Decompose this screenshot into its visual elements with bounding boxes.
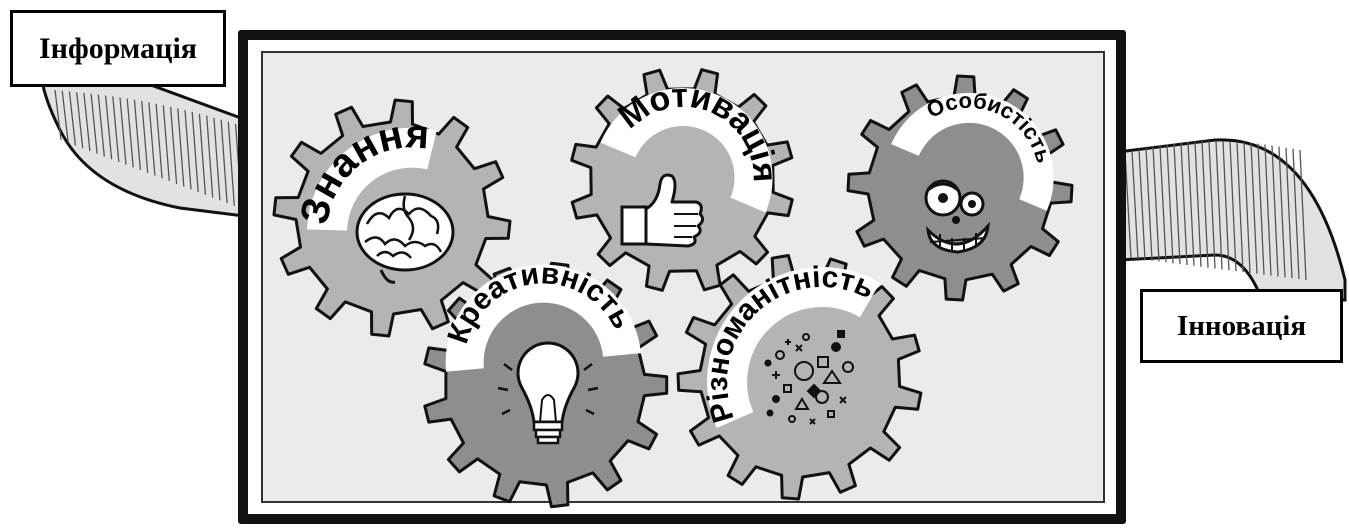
pipe-rib — [148, 102, 156, 176]
pipe-rib — [1264, 144, 1272, 276]
pipe-rib — [1278, 146, 1286, 278]
pipe-rib — [1299, 149, 1307, 281]
thumbs-up-icon — [620, 173, 705, 248]
pipe-rib — [1180, 142, 1188, 266]
output-innovation-text: Інновація — [1176, 309, 1307, 342]
pipe-rib — [1285, 147, 1293, 279]
pipe-rib — [1229, 141, 1237, 272]
pipe-rib — [213, 117, 221, 201]
knowledge-label-band — [307, 127, 437, 232]
output-pipe — [1116, 138, 1347, 302]
pipe-rib — [141, 100, 149, 173]
pipe-rib — [227, 121, 235, 206]
pipe-rib — [220, 119, 228, 204]
pipe-rib — [1208, 141, 1216, 269]
input-information-text: Інформація — [38, 31, 198, 65]
pipe-rib — [1187, 142, 1195, 266]
pipe-rib — [1145, 148, 1153, 261]
pipe-rib — [1250, 142, 1258, 274]
pipe-rib — [1166, 144, 1174, 264]
pipe-rib — [177, 108, 185, 187]
pipe-rib — [198, 113, 207, 195]
pipe-rib — [1194, 141, 1202, 267]
pipe-rib — [1292, 148, 1300, 280]
creativity-label-band — [445, 264, 641, 372]
motivation-label-band — [600, 87, 773, 213]
pipe-rib — [76, 92, 84, 149]
pipe-rib — [68, 91, 77, 146]
diversity-label-band — [707, 267, 881, 428]
light-bulb-icon — [497, 341, 599, 445]
pipe-rib — [126, 98, 134, 168]
pipe-rib — [1271, 145, 1279, 277]
pipe-rib — [1138, 149, 1146, 260]
shapes-cluster-icon — [764, 330, 854, 425]
pipe-rib — [1152, 146, 1160, 262]
output-innovation-label: Інновація — [1140, 289, 1343, 363]
pipe-rib — [1243, 142, 1251, 274]
brain-icon — [355, 192, 455, 284]
funny-face-icon — [924, 179, 990, 254]
pipe-rib — [61, 90, 69, 143]
pipe-rib — [90, 93, 98, 154]
pipe-rib — [1201, 141, 1209, 268]
pipe-rib — [155, 103, 163, 179]
pipe-rib — [54, 89, 62, 141]
pipe-rib — [1131, 150, 1139, 259]
pipe-rib — [119, 97, 127, 165]
pipe-rib — [133, 99, 142, 171]
personality-label-band — [891, 92, 1054, 211]
pipe-rib — [206, 115, 214, 198]
input-pipe — [40, 65, 262, 220]
pipe-rib — [1257, 143, 1265, 275]
pipe-rib — [1215, 140, 1223, 270]
pipe-rib — [184, 110, 192, 190]
pipe-rib — [1236, 141, 1244, 273]
pipe-rib — [83, 92, 91, 152]
pipe-rib — [104, 95, 113, 160]
pipe-rib — [191, 111, 199, 193]
pipe-rib — [1159, 145, 1167, 263]
pipe-rib — [162, 105, 170, 182]
input-information-label: Інформація — [10, 10, 226, 87]
pipe-rib — [1173, 143, 1181, 265]
pipe-rib — [97, 94, 105, 157]
pipe-rib — [112, 96, 120, 162]
pipe-rib — [169, 106, 178, 184]
pipe-rib — [1222, 141, 1230, 271]
